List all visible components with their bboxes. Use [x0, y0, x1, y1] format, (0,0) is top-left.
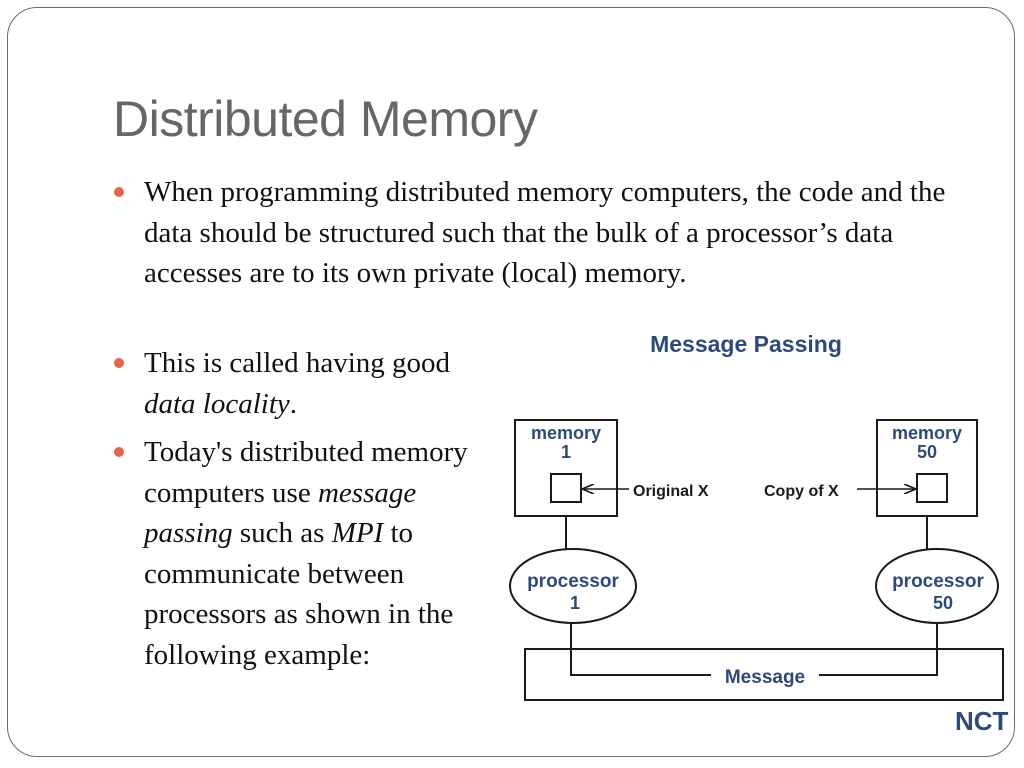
emphasis-data-locality: data locality	[144, 387, 290, 420]
processor-1-label: processor	[527, 571, 619, 592]
bullet-text-end: .	[289, 387, 298, 420]
emphasis-mpi: MPI	[331, 517, 384, 549]
cropped-corner-text: NCT	[955, 706, 1009, 736]
bullet-dot	[114, 187, 124, 197]
memory-1-label: memory	[531, 423, 601, 443]
variable-x-box-1	[550, 473, 582, 503]
memory-50-number: 50	[917, 442, 937, 462]
bullet-text: This is called having good	[144, 347, 451, 379]
variable-x-box-50	[916, 473, 948, 503]
message-path-right	[819, 615, 938, 676]
memory-1-number: 1	[561, 442, 571, 462]
processor-50	[875, 548, 999, 624]
copy-x-label: Copy of X	[764, 483, 839, 500]
memory-50-label: memory	[892, 423, 962, 443]
original-x-label: Original X	[633, 483, 709, 500]
bullet-text: Today's distributed memory computers use	[144, 436, 468, 509]
bullet-text: to communicate between processors as sho…	[144, 517, 454, 671]
message-label: Message	[725, 667, 805, 688]
bullet-message-passing: Today's distributed memory computers use…	[114, 432, 474, 675]
message-path	[570, 615, 711, 676]
diagram-title: Message Passing	[650, 331, 842, 357]
processor-1-number: 1	[570, 593, 580, 613]
emphasis-message-passing: message passing	[144, 476, 417, 550]
bullet-text: such as	[232, 517, 332, 549]
bullet-code-structure: When programming distributed memory comp…	[114, 172, 964, 294]
bullet-text: When programming distributed memory comp…	[144, 176, 946, 289]
message-passing-diagram: Message Passing memory 1 memory 50 Origi…	[509, 331, 1009, 736]
slide-title: Distributed Memory	[113, 91, 538, 147]
processor-1	[509, 548, 637, 624]
bullet-data-locality: This is called having good data locality…	[114, 343, 464, 424]
bullet-dot	[114, 358, 124, 368]
processor-50-label: processor	[892, 571, 984, 592]
slide-frame: Distributed Memory When programming dist…	[7, 7, 1015, 757]
processor-50-number: 50	[933, 593, 953, 613]
bullet-dot	[114, 447, 124, 457]
